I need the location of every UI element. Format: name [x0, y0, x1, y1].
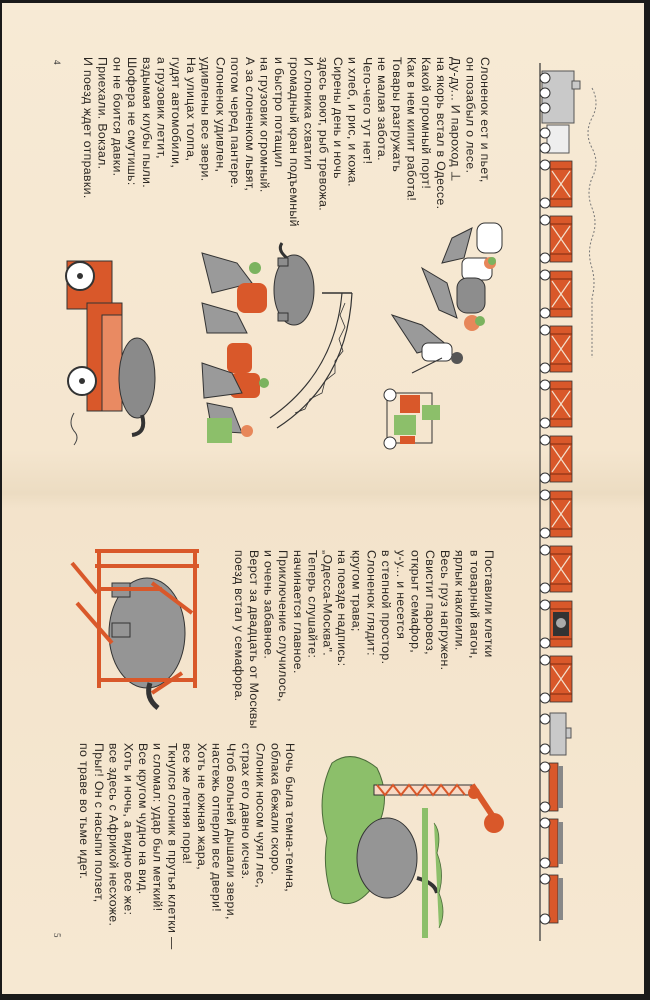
poem-line: и сломал: удар был меткий!: [150, 743, 165, 912]
poem-line: страх его давно исчез.: [238, 743, 253, 880]
poem-line: по траве во тьме идет.: [77, 743, 92, 880]
poem-line: все же летняя пора!: [180, 743, 195, 865]
poem-line: кругом трава;: [349, 550, 364, 632]
poem-line: Приключение случилось,: [276, 550, 291, 702]
poem-line: Прыг! Он с насыпи ползет,: [91, 743, 106, 903]
poem-line: И слоника схватил: [301, 57, 316, 171]
poem-line: На улицах толпа,: [183, 57, 198, 162]
poem-line: Слоненок ест и пьет,: [478, 57, 492, 183]
poem-line: на грузовик огромный.: [257, 57, 272, 193]
poem-line: вздымая клубы пыли.: [139, 57, 154, 189]
page-number-right: 5: [52, 933, 62, 938]
freight-wagon: [539, 214, 573, 264]
freight-wagon: [539, 379, 573, 429]
crowd: [201, 252, 269, 443]
poem-line: Теперь слушайте:: [305, 550, 320, 659]
poem-line: И поезд ждет отправки.: [81, 57, 96, 199]
poem-line: на поезде надпись:: [334, 550, 349, 667]
porter-figure: [390, 314, 463, 364]
poem-line: настежь отперли все двери!: [209, 743, 224, 913]
freight-wagon: [539, 159, 573, 209]
poem-line: он не боится давки.: [110, 57, 125, 177]
book-spread: 4 5 Слоненок ест и пьет,он позабыл о лес…: [2, 3, 644, 994]
poem-line: удивлены все звери.: [198, 57, 213, 182]
freight-wagon: [539, 654, 573, 704]
poem-line: Все кругом чудно на вид.: [135, 743, 150, 895]
poem-stanza-left: Слоненок ест и пьет,он позабыл о лесе.Ду…: [80, 57, 492, 227]
poem-line: он позабыл о лесе.: [463, 57, 478, 174]
train: [539, 70, 581, 925]
poem-line: на якорь встал в Одессе.: [433, 57, 448, 210]
freight-wagon: [539, 544, 573, 594]
poem-line: а грузовик летит,: [154, 57, 169, 159]
poem-line: открыт семафор,: [408, 550, 423, 654]
poem-line: Слоненок глядит:: [364, 550, 379, 656]
poem-line: и очень забавное.: [261, 550, 276, 660]
porter-figure: [441, 222, 503, 281]
poem-line: Ночь была темна-темна,: [283, 743, 297, 893]
poem-line: потом черед пантере.: [228, 57, 243, 189]
crane-illustration: [201, 242, 353, 443]
poem-line: Какой огромный порт!: [419, 57, 434, 190]
poem-line: Хоть и ночь, а видно все же:: [121, 743, 136, 916]
poem-line: Ткнулся слоник в прутья клетки —: [165, 743, 180, 950]
poem-line: гудят автомобили,: [169, 57, 184, 169]
porters-illustration: [383, 222, 503, 450]
freight-wagon: [539, 269, 573, 319]
hanging-elephant: [273, 242, 315, 326]
poem-line: громадный кран подъемный: [286, 57, 301, 227]
truck-illustration: [65, 260, 156, 446]
poem-line: не малая забота.: [375, 57, 390, 161]
poem-line: Свистит паровоз,: [423, 550, 438, 655]
poem-line: Сирены день и ночь: [330, 57, 345, 179]
poem-stanza-right-2: Ночь была темна-темна,облака бежали скор…: [76, 743, 297, 950]
elephant-wagon: [539, 599, 573, 649]
poem-line: А за слоненком львят,: [242, 57, 257, 192]
poem-line: здесь воют, рыб тревожа.: [316, 57, 331, 212]
freight-wagon: [539, 324, 573, 374]
poem-line: в степной простор.: [379, 550, 394, 665]
poem-line: Как в нем кипит работа!: [404, 57, 419, 202]
freight-wagon: [539, 434, 573, 484]
poem-line: Слоненок удивлен,: [213, 57, 228, 173]
poem-line: поезд встал у семафора.: [232, 550, 247, 702]
poem-line: Поставили клетки: [482, 550, 496, 658]
poem-line: Чего-чего тут нет!: [360, 57, 375, 165]
poem-line: Весь груз нагружен.: [437, 550, 452, 671]
poem-line: все здесь с Африкой несхоже.: [106, 743, 121, 927]
smoke-trail: [587, 87, 597, 358]
poem-line: облака бежали скоро.: [268, 743, 283, 875]
poem-line: у-у... и несется: [393, 550, 408, 640]
coal-wagon: [539, 817, 563, 869]
cage-illustration: [70, 549, 199, 710]
locomotive: [539, 70, 581, 154]
coal-wagon: [539, 761, 563, 813]
page-number-left: 4: [52, 60, 62, 65]
coal-wagon: [539, 873, 563, 925]
poem-line: начинается главное.: [290, 550, 305, 674]
poem-line: в товарный вагон,: [467, 550, 482, 659]
poem-line: „Одесса-Москва".: [320, 550, 335, 656]
poem-line: Слоник носом чуял лес,: [253, 743, 268, 889]
illustrations: [65, 63, 597, 941]
night-scene-illustration: [321, 756, 504, 938]
brake-van: [539, 712, 572, 756]
freight-wagon: [539, 489, 573, 539]
poem-line: ярлык наклеили.: [452, 550, 467, 651]
poem-line: Ду-ду... И пароход ⊥: [448, 57, 463, 182]
poem-line: и хлеб, и рис, и кожа.: [345, 57, 360, 187]
poem-line: Приехали. Вокзал.: [95, 57, 110, 170]
poem-line: Хоть не южная жара,: [194, 743, 209, 870]
luggage-cart: [383, 357, 443, 450]
poem-line: Чтоб вольней дышали звери,: [224, 743, 239, 920]
poem-line: Шофера не смутишь:: [125, 57, 140, 186]
poem-line: Товары разгружать: [389, 57, 404, 173]
poem-line: и быстро потащил: [272, 57, 287, 168]
poem-line: Верст за двадцать от Москвы: [246, 550, 261, 729]
porter-figure: [420, 266, 486, 331]
